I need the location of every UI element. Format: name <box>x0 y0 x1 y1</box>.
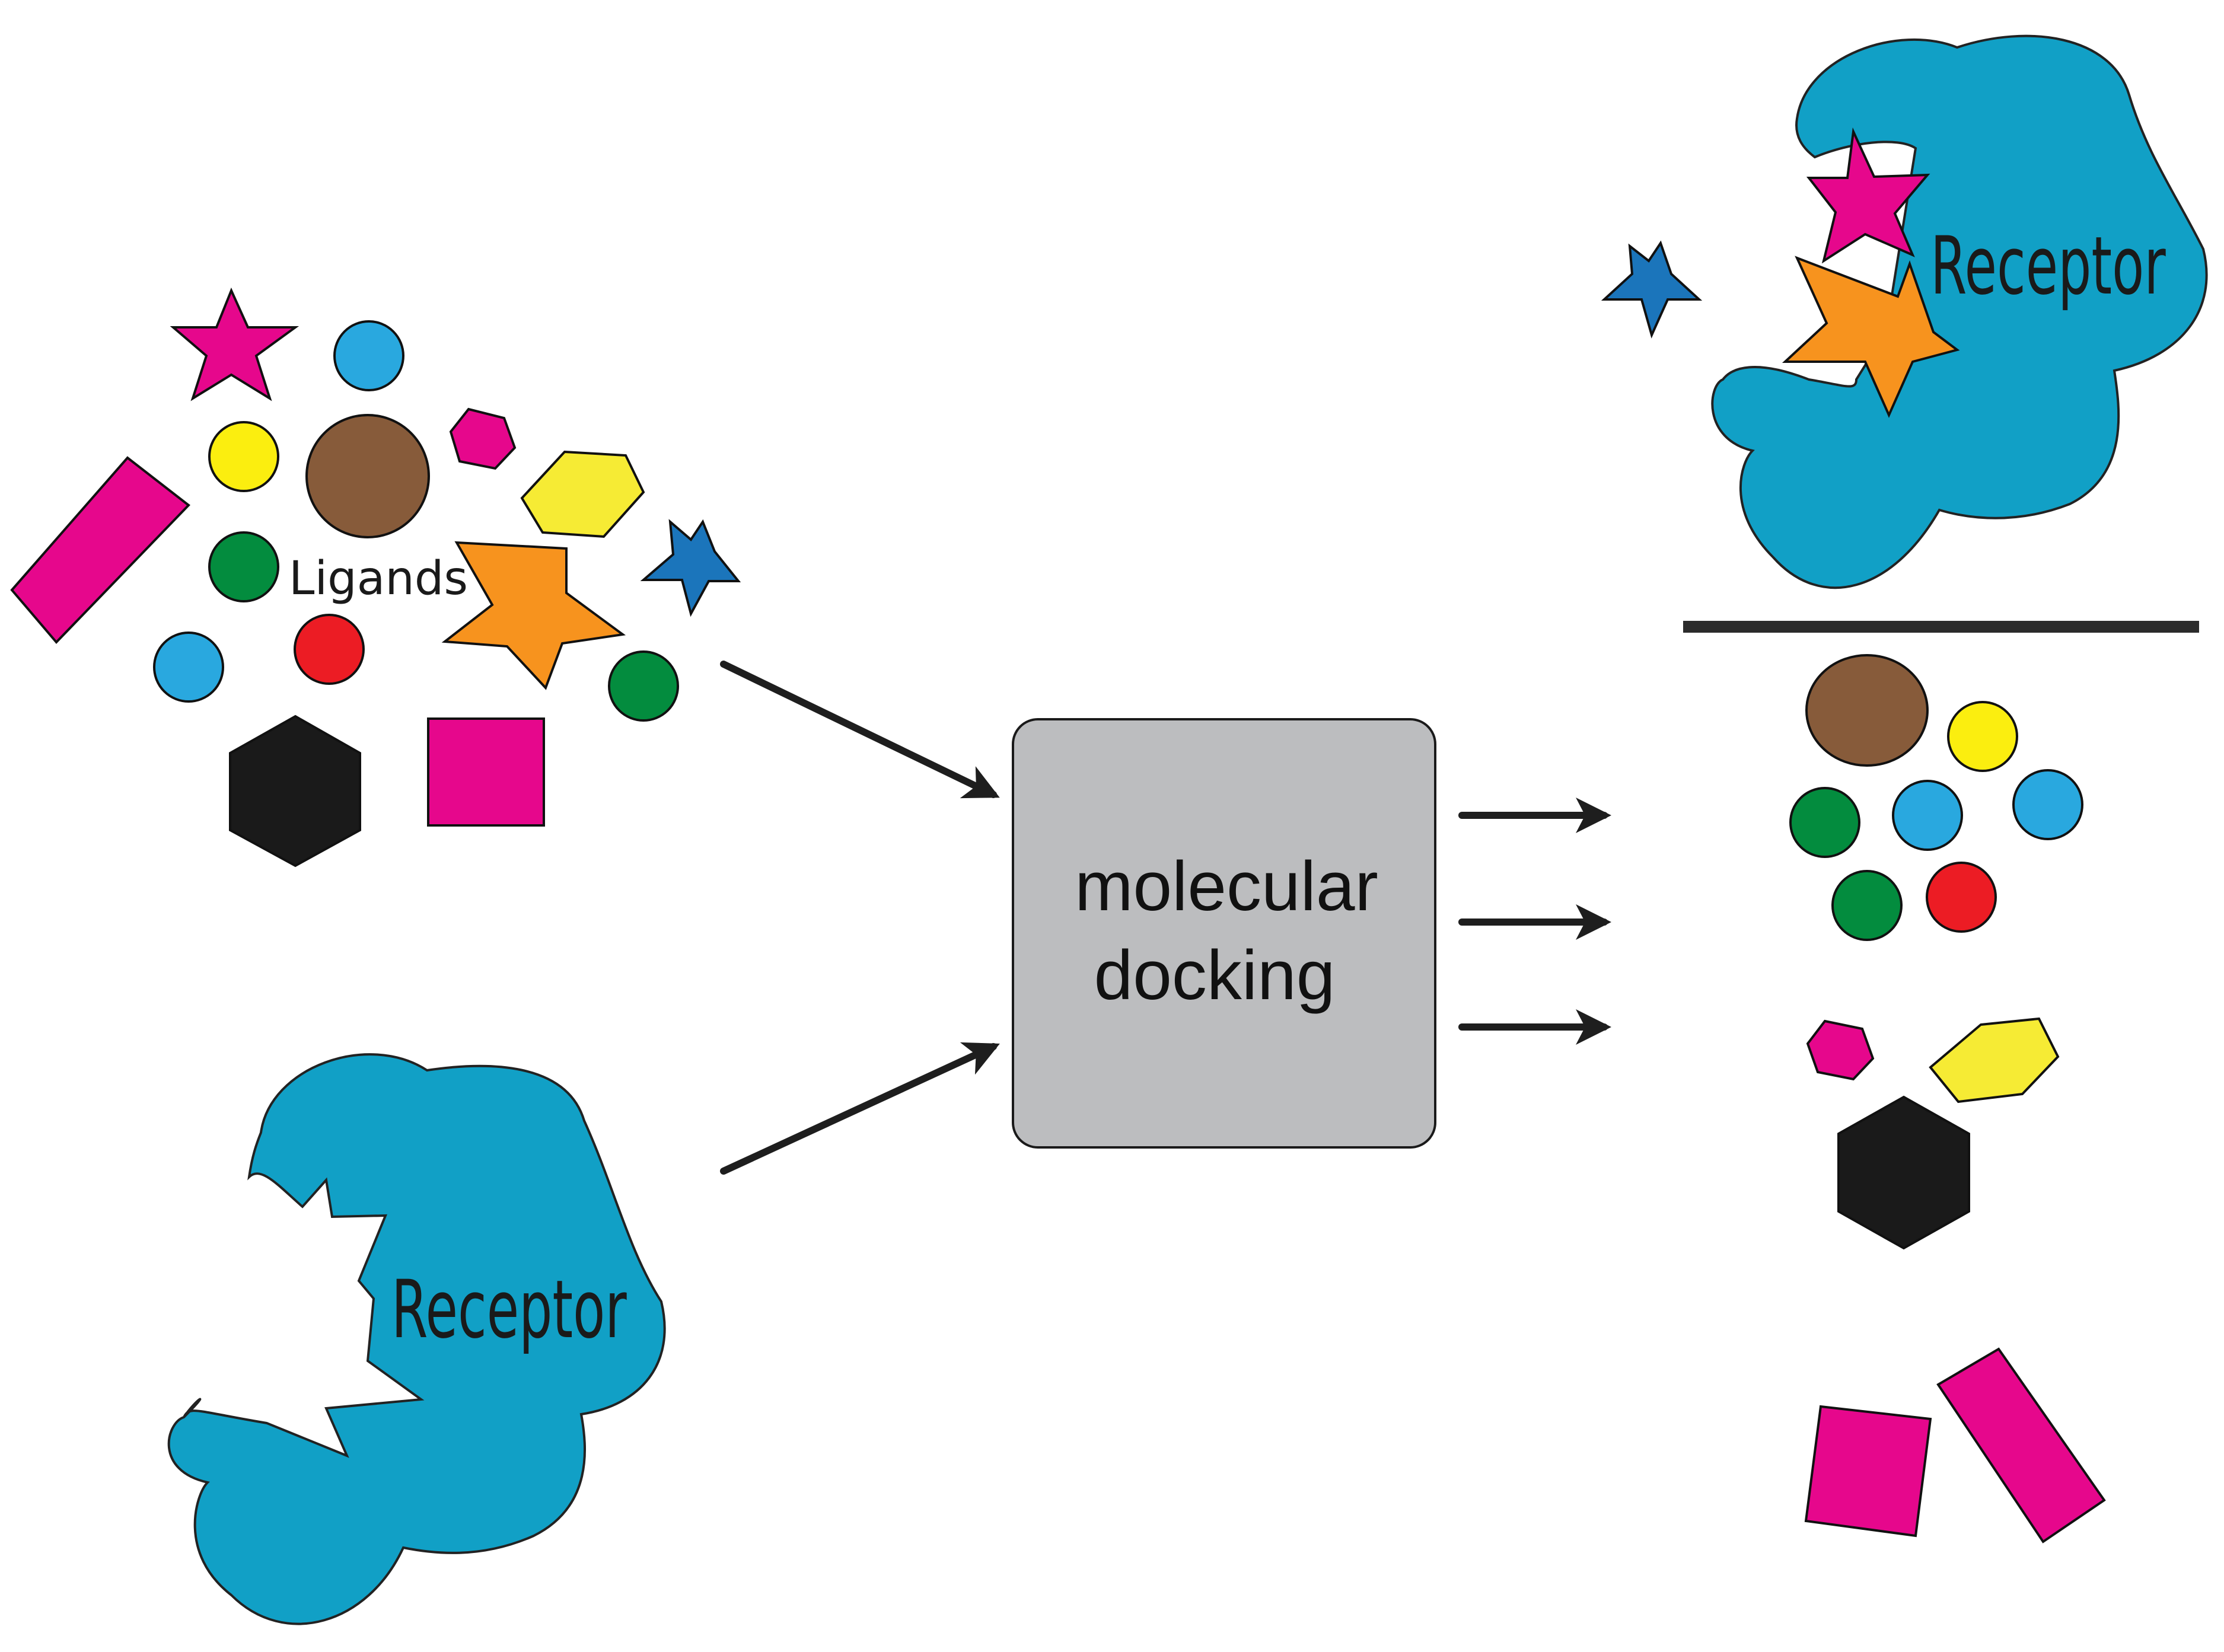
green-circle-rejected <box>1789 787 1860 858</box>
red-circle-rejected <box>1926 862 1997 933</box>
ligands-label: Ligands <box>289 552 468 605</box>
yellow-hexagon-rejected <box>1929 1017 2060 1104</box>
docked-orange-star <box>1782 256 1960 418</box>
ligands-cluster: Ligands <box>10 287 741 868</box>
red-circle-ligand <box>294 614 365 685</box>
green-circle-rejected-2 <box>1831 870 1903 941</box>
arrow-ligands-to-docking <box>720 661 1000 799</box>
magenta-rectangle-ligand <box>10 456 190 644</box>
magenta-hexagon-rejected <box>1806 1019 1875 1081</box>
magenta-rectangle-rejected <box>1936 1347 2106 1543</box>
cyan-circle-rejected-2 <box>2012 769 2083 840</box>
yellow-circle-ligand <box>208 421 279 492</box>
separator-line <box>1683 621 2199 633</box>
yellow-hexagon-ligand <box>520 450 645 538</box>
magenta-hexagon-ligand <box>449 407 517 470</box>
molecular-docking-box: molecular docking <box>1012 718 1436 1149</box>
receptor-output-label: Receptor <box>1930 219 2166 312</box>
orange-star-ligand <box>441 541 626 690</box>
rejected-ligands <box>1789 654 2106 1543</box>
arrow-receptor-to-docking <box>720 1042 1000 1175</box>
blue-star-ligand <box>640 519 741 617</box>
magenta-star-ligand <box>170 287 299 401</box>
brown-circle-rejected <box>1805 654 1929 767</box>
magenta-square-rejected <box>1804 1405 1932 1538</box>
brown-circle-ligand <box>305 414 430 538</box>
receptor-blob-input <box>167 1053 666 1625</box>
cyan-circle-ligand <box>333 320 404 391</box>
black-hexagon-rejected <box>1837 1095 1970 1250</box>
receptor-input-label: Receptor <box>391 1263 627 1356</box>
undocked-blue-star <box>1601 240 1703 339</box>
magenta-square-ligand <box>427 717 545 827</box>
yellow-circle-rejected <box>1947 701 2018 772</box>
receptor-blob-output <box>1711 34 2208 589</box>
green-circle-ligand-2 <box>608 650 679 722</box>
process-label-line1: molecular <box>1075 847 1378 926</box>
receptor-input: Receptor <box>167 1053 666 1625</box>
cyan-circle-rejected <box>1892 780 1963 851</box>
cyan-circle-ligand-2 <box>153 632 224 703</box>
green-circle-ligand <box>208 531 279 602</box>
black-hexagon-ligand <box>229 715 361 868</box>
receptor-complex-output: Receptor <box>1601 34 2208 589</box>
process-label-line2: docking <box>1094 936 1336 1015</box>
process-box <box>1012 718 1436 1149</box>
docked-magenta-star <box>1806 127 1930 264</box>
